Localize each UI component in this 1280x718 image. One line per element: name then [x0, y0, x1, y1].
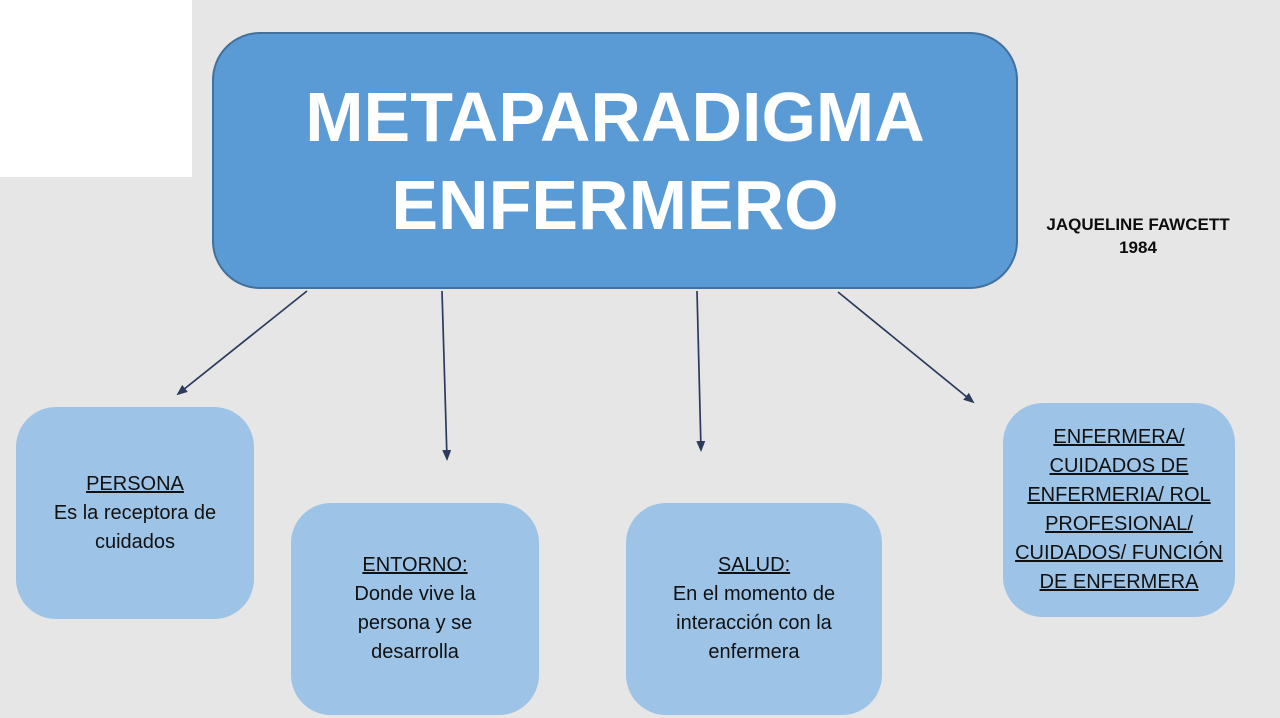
- node-enfermera: ENFERMERA/ CUIDADOS DE ENFERMERIA/ ROL P…: [1003, 403, 1235, 617]
- node-enfermera-heading: ENFERMERA/ CUIDADOS DE ENFERMERIA/ ROL P…: [1015, 426, 1223, 593]
- connector-arrow-persona: [176, 290, 308, 396]
- root-node-title: METAPARADIGMA ENFERMERO: [305, 77, 925, 244]
- node-metaparadigma-enfermero: METAPARADIGMA ENFERMERO: [212, 32, 1018, 289]
- node-entorno-heading: ENTORNO:: [362, 554, 468, 576]
- connector-arrow-salud: [696, 290, 706, 452]
- node-persona: PERSONA Es la receptora de cuidados: [16, 407, 254, 619]
- node-persona-heading: PERSONA: [86, 472, 184, 495]
- white-corner-panel: [0, 0, 192, 177]
- node-entorno-body: Donde vive la persona y se desarrolla: [354, 583, 476, 663]
- node-salud-heading: SALUD:: [717, 554, 791, 576]
- node-salud: SALUD: En el momento de interacción con …: [626, 503, 882, 715]
- node-entorno: ENTORNO: Donde vive la persona y se desa…: [291, 503, 539, 715]
- attribution-text: JAQUELINE FAWCETT 1984: [1046, 215, 1230, 257]
- node-salud-body: En el momento de interacción con la enfe…: [672, 583, 836, 663]
- node-persona-body: Es la receptora de cuidados: [53, 501, 217, 553]
- connector-arrow-entorno: [441, 290, 452, 461]
- connector-arrow-enfermera: [837, 291, 975, 404]
